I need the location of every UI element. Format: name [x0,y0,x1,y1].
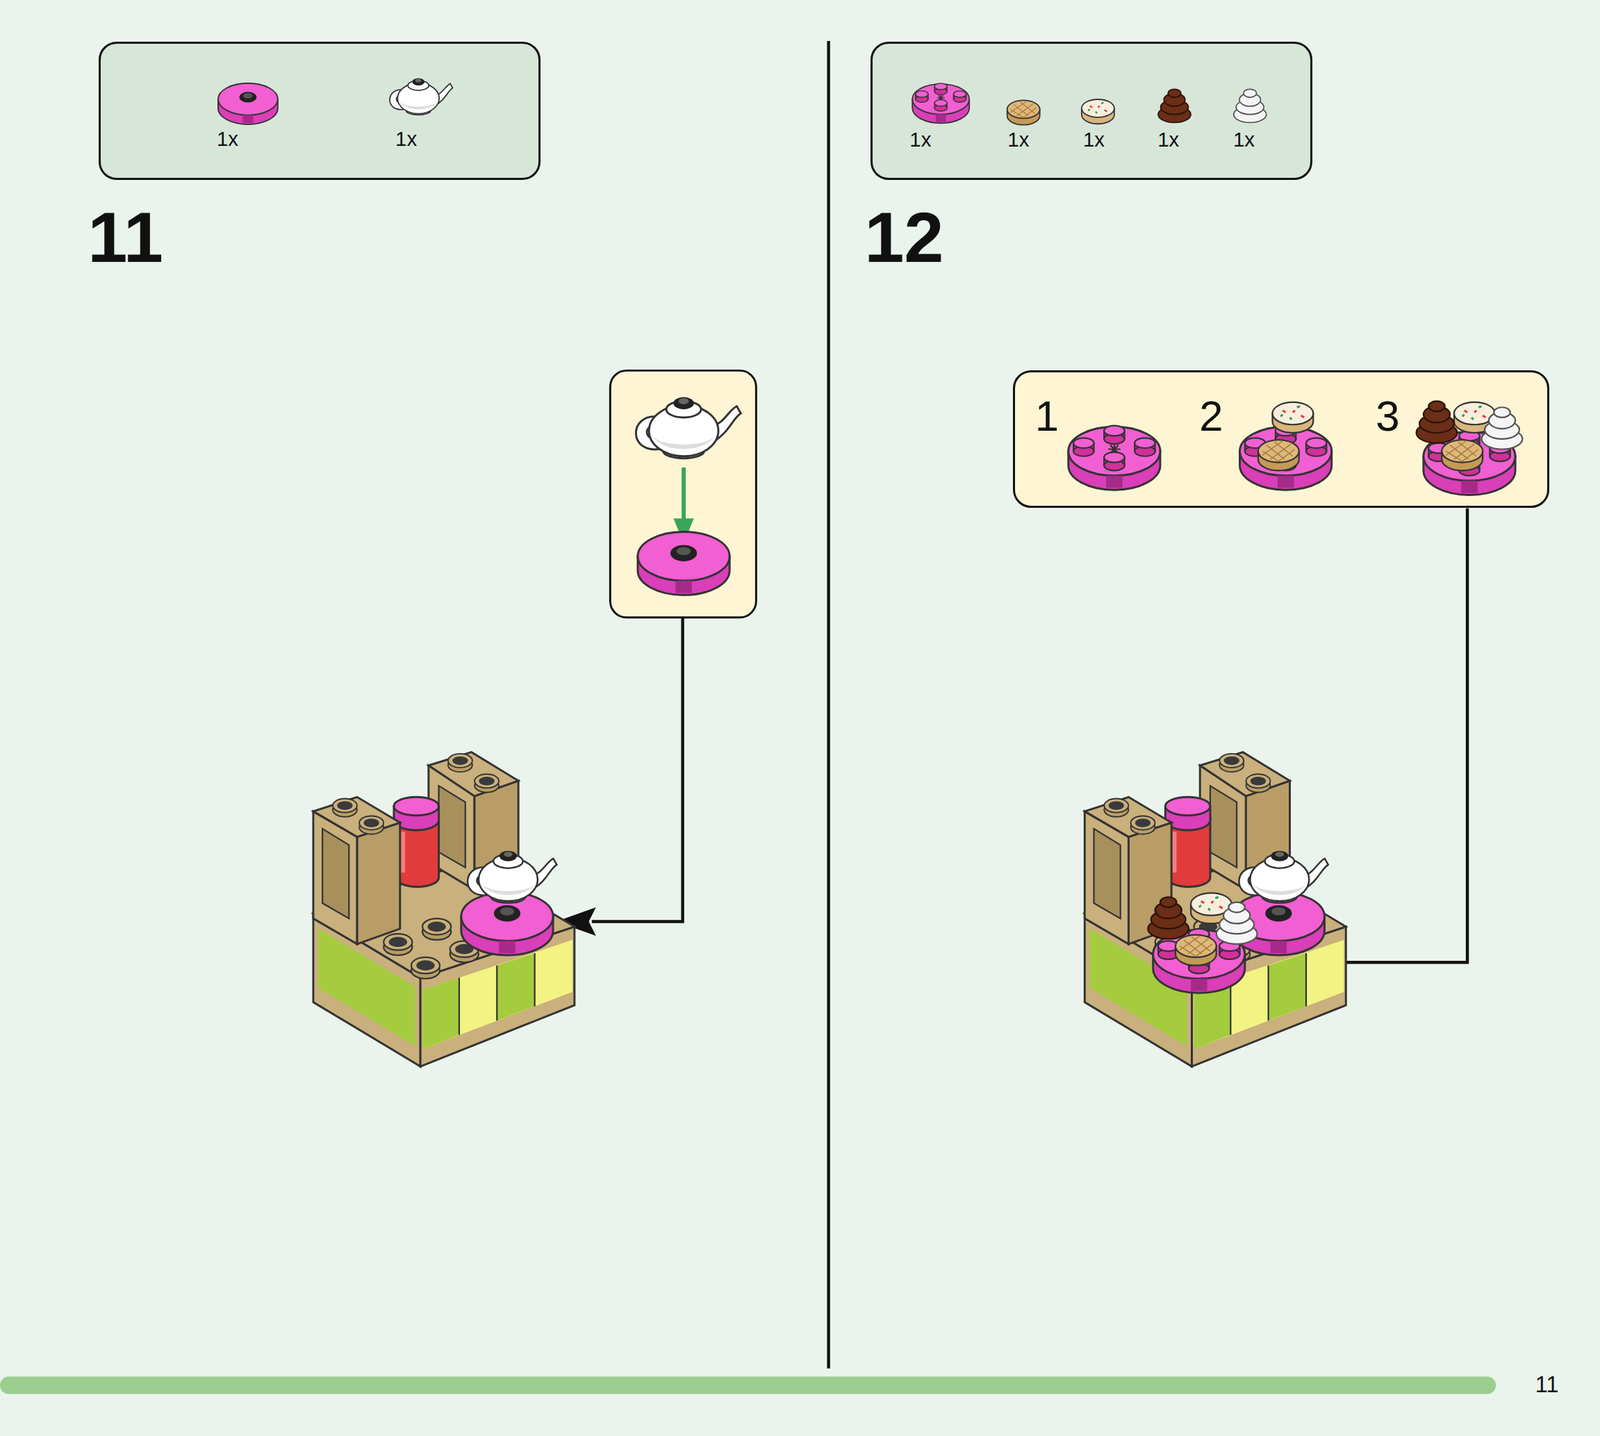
callout-contents [635,397,741,596]
page-number: 11 [1535,1373,1560,1396]
callout-box [609,370,756,617]
progress-bar [0,1376,1496,1395]
part-count: 1x [1157,129,1179,151]
substep-number: 2 [1199,394,1223,438]
substep-number: 1 [1035,394,1059,438]
parts-panel-fill [870,41,1313,180]
leader-line [555,508,1468,977]
part-count: 1x [1233,129,1255,151]
part-count: 1x [216,128,239,149]
parts-panel-fill [98,41,541,180]
parts-panel: 1x 1x [98,41,541,180]
parts-panel: 1x 1x 1x 1x 1x [870,41,1313,180]
step-number: 12 [864,202,944,274]
part-count: 1x [1083,129,1105,151]
divider-line [826,40,830,1369]
part-count: 1x [909,129,931,151]
model-step-12 [1084,752,1346,1067]
substep-contents [1068,400,1523,495]
step-number: 11 [87,202,164,274]
part-count: 1x [1007,129,1029,151]
parts-icons [218,77,1267,125]
part-count: 1x [395,128,417,149]
substep-number: 3 [1375,394,1400,438]
substep-panel: 1 2 3 [1012,370,1549,508]
model-step-11 [313,752,575,1067]
substep-panel-fill [1012,370,1549,508]
